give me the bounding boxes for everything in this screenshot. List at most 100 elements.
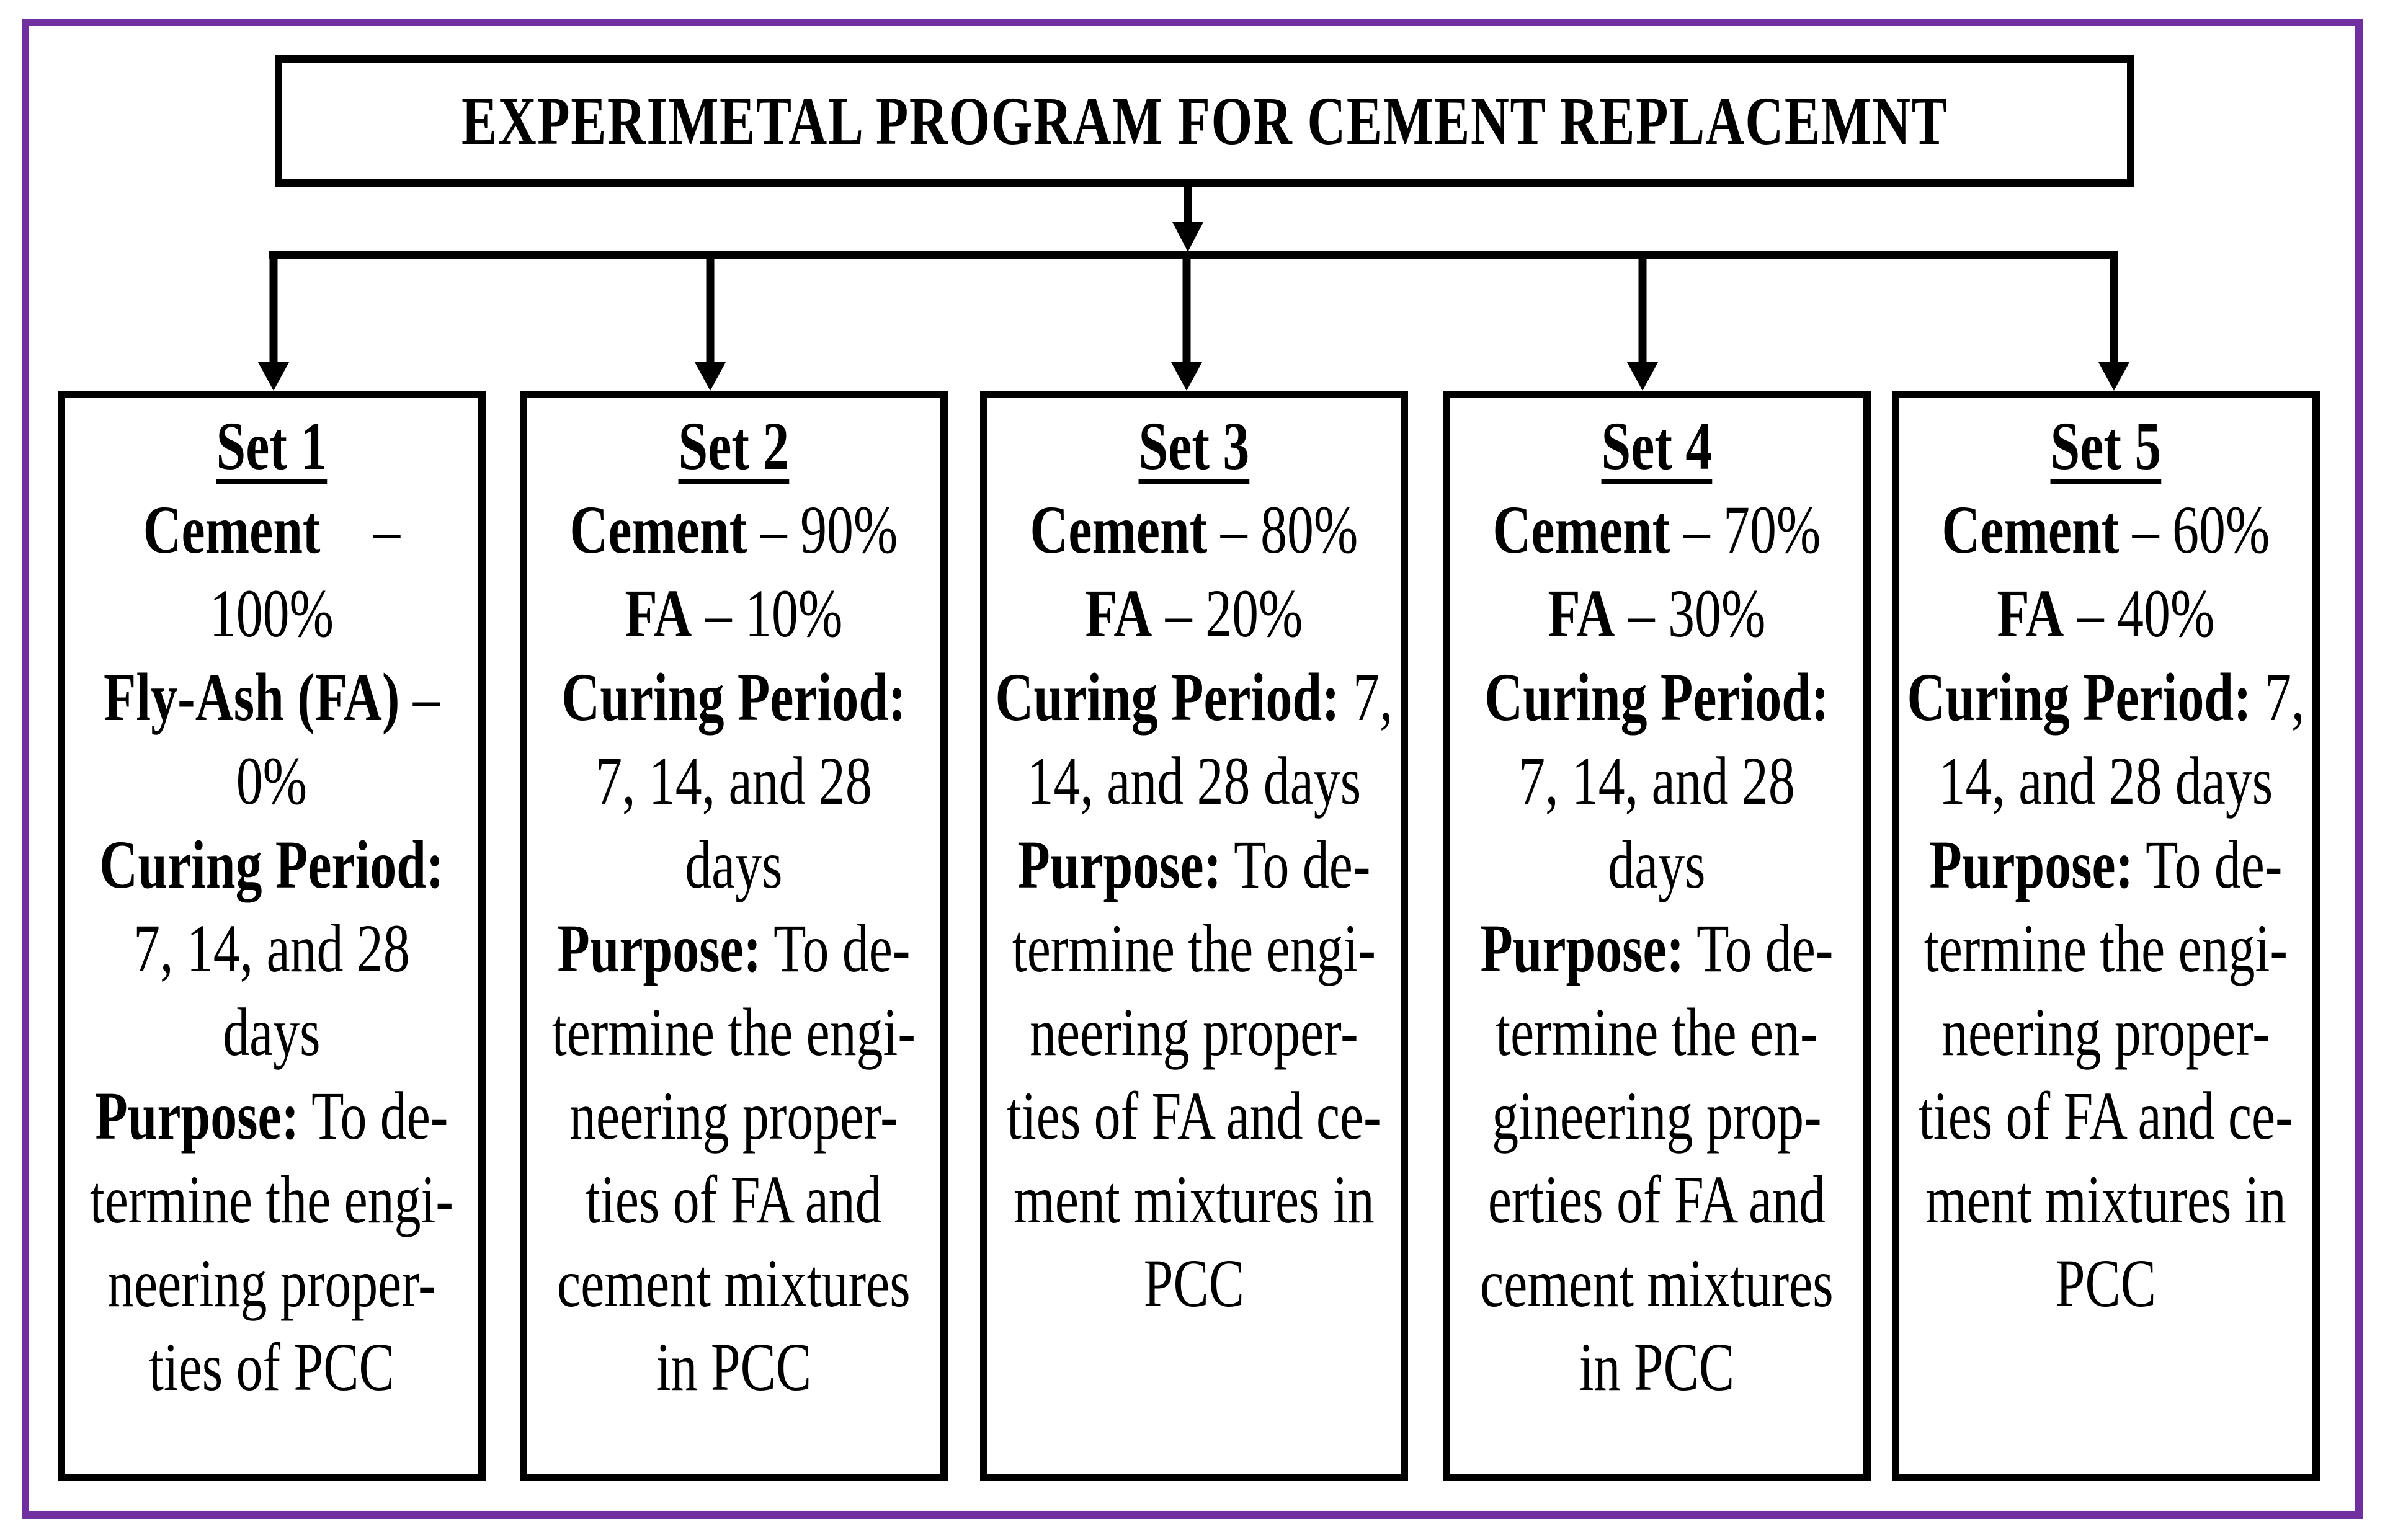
set-text-line: Purpose: To de- [65, 1074, 478, 1158]
set-card-content: Set 3 Cement – 80%FA – 20%Curing Period:… [987, 404, 1401, 1325]
text-segment: ties of PCC [149, 1329, 395, 1405]
set-text-line: neering proper- [65, 1242, 478, 1325]
set-text-line: termine the engi- [527, 990, 940, 1074]
set-text-line: days [527, 823, 940, 907]
text-segment: termine the engi- [89, 1162, 454, 1237]
set-heading-line: Set 4 [1450, 404, 1863, 488]
set-card-content: Set 1 Cement –100%Fly-Ash (FA) –0%Curing… [65, 404, 478, 1409]
text-segment: – 60% [2119, 492, 2270, 567]
set-text-line: 14, and 28 days [1899, 739, 2312, 823]
text-segment: 7, 14, and 28 [595, 743, 872, 819]
bold-text-segment: Cement [1030, 492, 1208, 567]
text-segment: ties of FA and ce- [1007, 1078, 1381, 1154]
text-segment: neering proper- [1030, 994, 1358, 1070]
text-segment: erties of FA and [1487, 1162, 1826, 1237]
text-segment: ties of FA and [586, 1162, 882, 1237]
text-segment: To de- [2133, 827, 2283, 902]
text-segment: 7, [2251, 659, 2305, 735]
text-segment: To de- [299, 1078, 448, 1154]
set-text-line: ment mixtures in [1899, 1158, 2312, 1242]
set-text-line: ties of FA and ce- [1899, 1074, 2312, 1158]
bold-text-segment: Purpose: [1017, 827, 1222, 902]
set-text-line: 14, and 28 days [987, 739, 1401, 823]
set-text-line: erties of FA and [1450, 1158, 1863, 1242]
set-text-line: 0% [65, 739, 478, 823]
set-text-line: Purpose: To de- [1450, 907, 1863, 990]
set-heading-line: Set 3 [987, 404, 1401, 488]
set-heading: Set 1 [216, 408, 328, 484]
set-heading-line: Set 1 [65, 404, 478, 488]
text-segment: in PCC [1579, 1329, 1735, 1405]
set-card: Set 4 Cement – 70%FA – 30%Curing Period:… [1443, 391, 1871, 1481]
text-segment: – [320, 492, 401, 567]
text-segment: neering proper- [1941, 994, 2270, 1070]
set-card-content: Set 2 Cement – 90%FA – 10%Curing Period:… [527, 404, 940, 1409]
set-text-line: Cement – 60% [1899, 488, 2312, 572]
set-text-line: Cement – 70% [1450, 488, 1863, 572]
text-segment: 100% [209, 576, 334, 651]
set-card: Set 5 Cement – 60%FA – 40%Curing Period:… [1892, 391, 2320, 1481]
set-text-line: 100% [65, 572, 478, 656]
set-text-line: PCC [987, 1242, 1401, 1325]
set-text-line: Purpose: To de- [1899, 823, 2312, 907]
diagram-title: EXPERIMETAL PROGRAM FOR CEMENT REPLACEMN… [461, 82, 1948, 159]
text-segment: 14, and 28 days [1027, 743, 1362, 819]
text-segment: 0% [236, 743, 308, 819]
text-segment: days [1608, 827, 1706, 902]
text-segment: – 80% [1207, 492, 1358, 567]
text-segment: To de- [1221, 827, 1371, 902]
set-card: Set 1 Cement –100%Fly-Ash (FA) –0%Curing… [58, 391, 486, 1481]
text-segment: 7, 14, and 28 [133, 910, 410, 986]
text-segment: To de- [761, 910, 911, 986]
set-text-line: days [65, 990, 478, 1074]
set-text-line: FA – 10% [527, 572, 940, 656]
set-heading: Set 5 [2050, 408, 2162, 484]
text-segment: neering proper- [569, 1078, 898, 1154]
set-text-line: PCC [1899, 1242, 2312, 1325]
text-segment: cement mixtures [557, 1245, 911, 1321]
set-text-line: ties of PCC [65, 1325, 478, 1409]
text-segment: 14, and 28 days [1938, 743, 2273, 819]
set-text-line: Curing Period: [65, 823, 478, 907]
text-segment: – 20% [1152, 576, 1303, 651]
set-text-line: termine the engi- [1899, 907, 2312, 990]
set-text-line: neering proper- [1899, 990, 2312, 1074]
set-text-line: in PCC [1450, 1325, 1863, 1409]
text-segment: termine the engi- [1012, 910, 1376, 986]
set-text-line: 7, 14, and 28 [1450, 739, 1863, 823]
set-text-line: Curing Period: 7, [1899, 656, 2312, 739]
text-segment: cement mixtures [1480, 1245, 1834, 1321]
set-text-line: Purpose: To de- [527, 907, 940, 990]
set-text-line: ties of FA and [527, 1158, 940, 1242]
set-heading: Set 4 [1601, 408, 1713, 484]
set-text-line: neering proper- [987, 990, 1401, 1074]
text-segment: – 90% [747, 492, 898, 567]
set-text-line: termine the en- [1450, 990, 1863, 1074]
text-segment: neering proper- [107, 1245, 436, 1321]
set-card: Set 3 Cement – 80%FA – 20%Curing Period:… [980, 391, 1408, 1481]
text-segment: gineering prop- [1492, 1078, 1822, 1154]
set-text-line: FA – 30% [1450, 572, 1863, 656]
bold-text-segment: Cement [143, 492, 321, 567]
bold-text-segment: Purpose: [557, 910, 762, 986]
set-text-line: Cement – 80% [987, 488, 1401, 572]
text-segment: days [685, 827, 783, 902]
set-heading-line: Set 5 [1899, 404, 2312, 488]
bold-text-segment: Purpose: [95, 1078, 300, 1154]
set-text-line: 7, 14, and 28 [527, 739, 940, 823]
set-text-line: in PCC [527, 1325, 940, 1409]
text-segment: ment mixtures in [1925, 1162, 2286, 1237]
bold-text-segment: FA [1548, 576, 1615, 651]
set-heading-line: Set 2 [527, 404, 940, 488]
bold-text-segment: Cement [569, 492, 747, 567]
title-box: EXPERIMETAL PROGRAM FOR CEMENT REPLACEMN… [275, 55, 2134, 187]
text-segment: 7, 14, and 28 [1518, 743, 1795, 819]
bold-text-segment: Purpose: [1929, 827, 2134, 902]
text-segment: termine the en- [1496, 994, 1818, 1070]
bold-text-segment: FA [625, 576, 692, 651]
set-text-line: cement mixtures [1450, 1242, 1863, 1325]
text-segment: – 10% [692, 576, 843, 651]
bold-text-segment: Curing Period: [1907, 659, 2252, 735]
text-segment: PCC [2055, 1245, 2157, 1321]
outer-purple-frame [22, 19, 2363, 1519]
